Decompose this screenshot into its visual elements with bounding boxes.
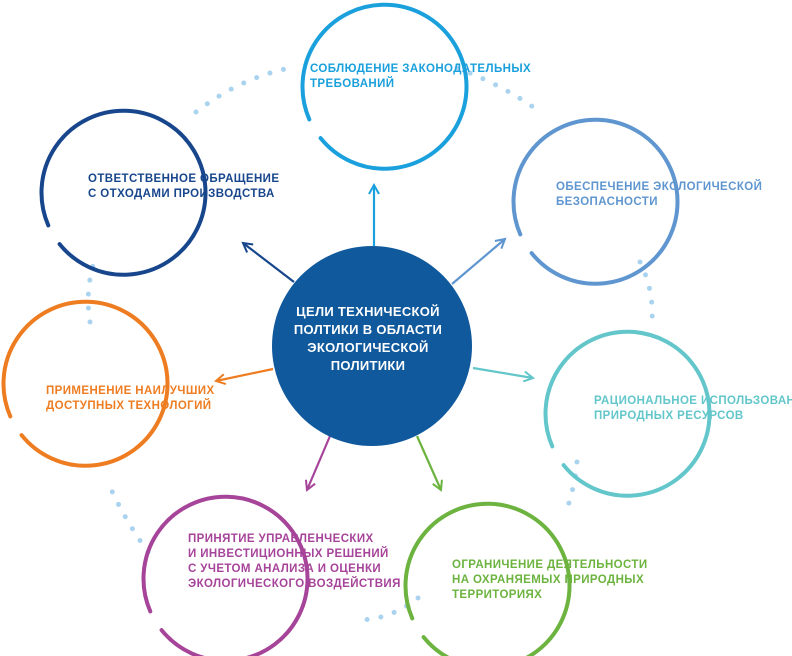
dotted-connector-waste-legal (193, 65, 293, 115)
arrow-safety (451, 239, 505, 285)
goal-label-line: ПРИРОДНЫХ РЕСУРСОВ (594, 410, 744, 422)
goal-label-line: НА ОХРАНЯЕМЫХ ПРИРОДНЫХ (452, 574, 645, 586)
goal-label-safety: ОБЕСПЕЧЕНИЕ ЭКОЛОГИЧЕСКОЙ БЕЗОПАСНОСТИ (556, 180, 762, 210)
circle-waste (39, 108, 208, 277)
goal-label-line: ДОСТУПНЫХ ТЕХНОЛОГИЙ (46, 400, 212, 412)
circle-technologies (1, 299, 170, 468)
goal-label-legal: СОБЛЮДЕНИЕ ЗАКОНОДАТЕЛЬНЫХ ТРЕБОВАНИЙ (310, 62, 531, 92)
circle-resources (543, 329, 712, 498)
goal-label-line: РАЦИОНАЛЬНОЕ ИСПОЛЬЗОВАНИЕ (594, 395, 792, 407)
dotted-connector-legal-safety (454, 65, 543, 115)
arrow-decisions (307, 435, 332, 490)
goal-label-line: ОТВЕТСТВЕННОЕ ОБРАЩЕНИЕ (88, 173, 280, 185)
center-title-line: ПОЛТИКИ В ОБЛАСТИ (293, 322, 443, 337)
goal-label-line: ТРЕБОВАНИЙ (310, 78, 395, 90)
goal-label-line: С ОТХОДАМИ ПРОИЗВОДСТВА (88, 188, 275, 200)
goal-label-technologies: ПРИМЕНЕНИЕ НАИЛУЧШИХ ДОСТУПНЫХ ТЕХНОЛОГИ… (46, 384, 215, 414)
goal-label-line: С УЧЕТОМ АНАЛИЗА И ОЦЕНКИ (188, 563, 382, 575)
goal-label-line: ПРИНЯТИЕ УПРАВЛЕНЧЕСКИХ (188, 533, 374, 545)
goal-label-territories: ОГРАНИЧЕНИЕ ДЕЯТЕЛЬНОСТИ НА ОХРАНЯЕМЫХ П… (452, 558, 648, 603)
goal-label-line: ОГРАНИЧЕНИЕ ДЕЯТЕЛЬНОСТИ (452, 559, 648, 571)
goal-label-resources: РАЦИОНАЛЬНОЕ ИСПОЛЬЗОВАНИЕ ПРИРОДНЫХ РЕС… (594, 394, 792, 424)
center-title: ЦЕЛИ ТЕХНИЧЕСКОЙ ПОЛТИКИ В ОБЛАСТИ ЭКОЛО… (278, 303, 458, 375)
circle-safety (511, 117, 680, 286)
circle-decisions (141, 494, 310, 656)
arrow-resources (472, 366, 533, 378)
goal-label-line: СОБЛЮДЕНИЕ ЗАКОНОДАТЕЛЬНЫХ (310, 63, 532, 75)
goal-label-line: БЕЗОПАСНОСТИ (556, 196, 658, 208)
goal-label-line: ЭКОЛОГИЧЕСКОГО ВОЗДЕЙСТВИЯ (188, 578, 401, 590)
center-circle (272, 246, 472, 446)
goal-label-waste: ОТВЕТСТВЕННОЕ ОБРАЩЕНИЕ С ОТХОДАМИ ПРОИЗ… (88, 172, 279, 202)
circle-territories (403, 501, 572, 656)
goal-label-line: И ИНВЕСТИЦИОННЫХ РЕШЕНИЙ (188, 548, 389, 560)
dotted-connector-decisions-technologies (107, 484, 151, 555)
goal-label-line: ПРИМЕНЕНИЕ НАИЛУЧШИХ (46, 385, 215, 397)
circle-legal (300, 2, 469, 171)
goal-label-line: ОБЕСПЕЧЕНИЕ ЭКОЛОГИЧЕСКОЙ (556, 181, 763, 193)
arrow-technologies (216, 367, 274, 381)
goal-label-line: ТЕРРИТОРИЯХ (452, 589, 543, 601)
center-title-line: ЦЕЛИ ТЕХНИЧЕСКОЙ (296, 304, 440, 319)
dotted-connector-safety-resources (637, 259, 655, 325)
arrow-waste (243, 243, 295, 283)
center-title-line: ПОЛИТИКИ (330, 358, 406, 373)
goal-circles (1, 2, 712, 656)
dotted-connector-territories-decisions (359, 595, 421, 623)
arrow-territories (415, 435, 441, 490)
arrows (216, 185, 533, 490)
center-title-line: ЭКОЛОГИЧЕСКОЙ (307, 340, 429, 355)
goal-label-decisions: ПРИНЯТИЕ УПРАВЛЕНЧЕСКИХ И ИНВЕСТИЦИОННЫХ… (188, 532, 401, 592)
